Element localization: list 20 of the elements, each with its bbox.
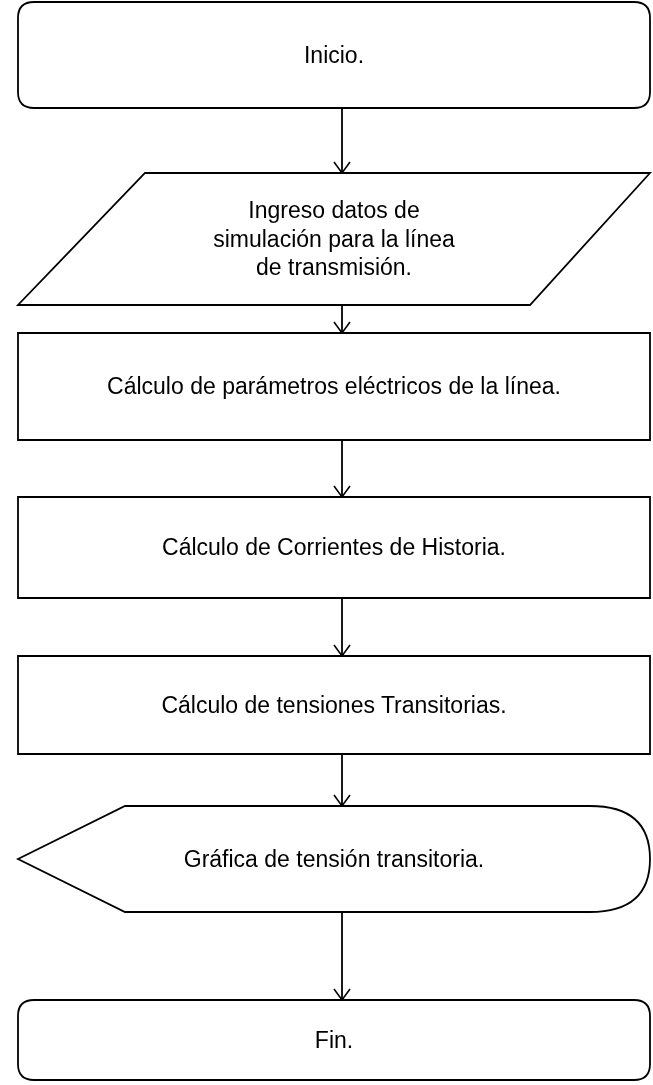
arrow — [333, 107, 351, 174]
node-label: Gráfica de tensión transitoria. — [182, 844, 486, 874]
node-label: Cálculo de parámetros eléctricos de la línea. — [106, 372, 562, 401]
node-label: Cálculo de tensiones Transitorias. — [160, 690, 508, 720]
terminator-box — [17, 999, 651, 1081]
node-label: Inicio. — [302, 40, 366, 70]
process-box — [17, 332, 651, 441]
arrow — [333, 753, 351, 807]
node-label: Cálculo de Corrientes de Historia. — [161, 533, 507, 562]
arrow — [333, 911, 351, 1001]
arrow — [333, 439, 351, 498]
process-box — [17, 496, 651, 599]
process-box — [17, 655, 651, 755]
node-label: Ingreso datos de simulación para la línea de transmisión. — [212, 195, 456, 283]
display-shape — [17, 805, 651, 913]
input-parallelogram — [15, 172, 653, 306]
node-label: Fin. — [313, 1025, 355, 1055]
arrow — [333, 597, 351, 657]
terminator-box — [17, 1, 651, 109]
arrow — [333, 304, 351, 334]
